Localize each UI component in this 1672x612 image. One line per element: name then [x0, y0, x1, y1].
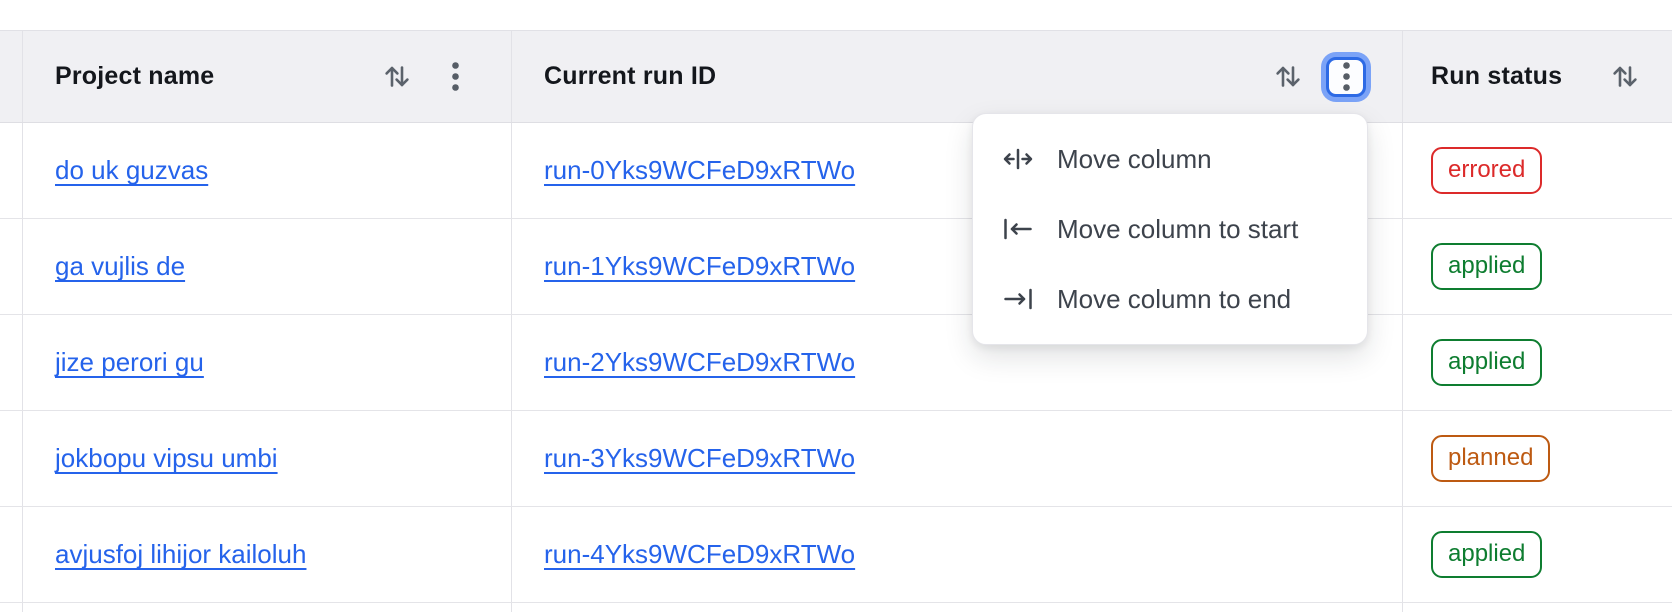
sort-button[interactable] [383, 61, 411, 92]
run-status-cell: applied [1403, 315, 1672, 410]
gutter-cell [0, 603, 23, 612]
menu-item-label: Move column [1057, 143, 1212, 174]
run-status-cell: errored [1403, 123, 1672, 218]
run-id-link[interactable]: run-4Yks9WCFeD9xRTWo [544, 539, 856, 569]
table-header-row: Project name Current run ID [0, 30, 1672, 123]
project-link[interactable]: do uk guzvas [55, 155, 209, 185]
move-column-icon [1003, 148, 1033, 170]
run-status-cell: planned [1403, 411, 1672, 506]
sort-arrows-icon [1276, 66, 1300, 87]
status-badge: applied [1431, 243, 1543, 290]
gutter-cell [0, 507, 23, 602]
project-name-cell: do uk guzvas [23, 123, 512, 218]
project-name-cell [23, 603, 512, 612]
projects-table: Project name Current run ID [0, 30, 1672, 612]
column-options-button[interactable] [435, 57, 475, 97]
run-status-cell: applied [1403, 219, 1672, 314]
table-row: avjusfoj lihijor kailoluh run-4Yks9WCFeD… [0, 507, 1672, 603]
table-row: do uk guzvas run-0Yks9WCFeD9xRTWo errore… [0, 123, 1672, 219]
status-badge: planned [1431, 435, 1551, 482]
gutter-cell [0, 219, 23, 314]
column-label: Current run ID [544, 62, 717, 90]
project-link[interactable]: jize perori gu [55, 347, 204, 377]
run-status-cell [1403, 603, 1672, 612]
project-name-cell: avjusfoj lihijor kailoluh [23, 507, 512, 602]
gutter-cell [0, 411, 23, 506]
run-status-cell: applied [1403, 507, 1672, 602]
menu-item-move-column-to-start[interactable]: Move column to start [973, 194, 1367, 264]
column-label: Project name [55, 62, 215, 90]
column-header-current-run-id: Current run ID [512, 31, 1403, 122]
project-name-cell: jize perori gu [23, 315, 512, 410]
table-row: ga vujlis de run-1Yks9WCFeD9xRTWo applie… [0, 219, 1672, 315]
kebab-icon [451, 62, 459, 91]
table-row-partial [0, 603, 1672, 612]
project-name-cell: ga vujlis de [23, 219, 512, 314]
run-id-cell: run-3Yks9WCFeD9xRTWo [512, 411, 1403, 506]
run-id-cell [512, 603, 1403, 612]
run-id-link[interactable]: run-3Yks9WCFeD9xRTWo [544, 443, 856, 473]
gutter-cell [0, 315, 23, 410]
project-name-cell: jokbopu vipsu umbi [23, 411, 512, 506]
table-row: jize perori gu run-2Yks9WCFeD9xRTWo appl… [0, 315, 1672, 411]
status-badge: errored [1431, 147, 1543, 194]
column-header-project-name: Project name [23, 31, 512, 122]
column-options-button[interactable] [1663, 57, 1672, 97]
run-id-link[interactable]: run-1Yks9WCFeD9xRTWo [544, 251, 856, 281]
sort-button[interactable] [1611, 61, 1639, 92]
column-options-button-open[interactable] [1326, 56, 1366, 97]
project-link[interactable]: avjusfoj lihijor kailoluh [55, 539, 307, 569]
table-row: jokbopu vipsu umbi run-3Yks9WCFeD9xRTWo … [0, 411, 1672, 507]
menu-item-label: Move column to end [1057, 283, 1292, 314]
sort-button[interactable] [1274, 61, 1302, 92]
column-header-run-status: Run status [1403, 31, 1672, 122]
status-badge: applied [1431, 531, 1543, 578]
move-column-to-end-icon [1004, 288, 1032, 310]
project-link[interactable]: jokbopu vipsu umbi [55, 443, 278, 473]
kebab-icon [1342, 62, 1350, 91]
run-id-cell: run-0Yks9WCFeD9xRTWo [512, 123, 1403, 218]
run-id-cell: run-4Yks9WCFeD9xRTWo [512, 507, 1403, 602]
move-column-to-start-icon [1004, 218, 1032, 240]
run-id-link[interactable]: run-0Yks9WCFeD9xRTWo [544, 155, 856, 185]
menu-item-label: Move column to start [1057, 213, 1299, 244]
run-id-cell: run-2Yks9WCFeD9xRTWo [512, 315, 1403, 410]
project-link[interactable]: ga vujlis de [55, 251, 186, 281]
column-label: Run status [1431, 62, 1563, 90]
status-badge: applied [1431, 339, 1543, 386]
menu-item-move-column[interactable]: Move column [973, 124, 1367, 194]
column-options-menu: Move column Move column to start Move co… [972, 113, 1368, 345]
sort-arrows-icon [385, 66, 409, 87]
gutter-cell [0, 123, 23, 218]
sort-arrows-icon [1613, 66, 1637, 87]
gutter-header-cell [0, 31, 23, 122]
run-id-link[interactable]: run-2Yks9WCFeD9xRTWo [544, 347, 856, 377]
run-id-cell: run-1Yks9WCFeD9xRTWo [512, 219, 1403, 314]
menu-item-move-column-to-end[interactable]: Move column to end [973, 264, 1367, 334]
